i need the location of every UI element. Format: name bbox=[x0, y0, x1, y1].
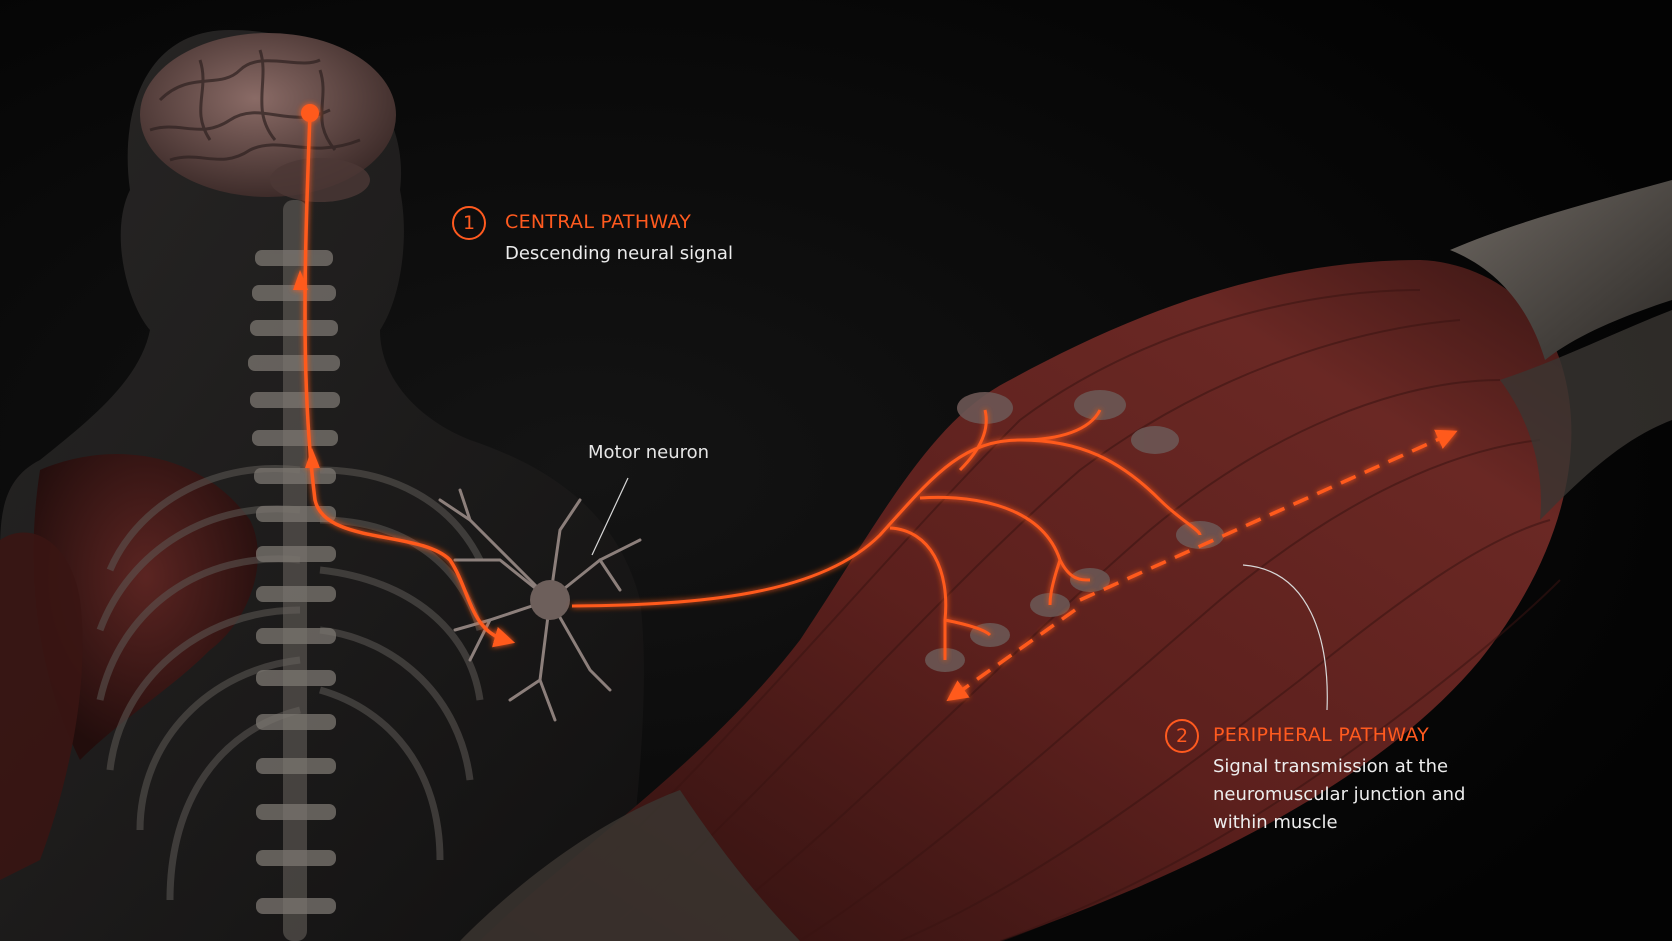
motor-neuron bbox=[438, 488, 642, 722]
peripheral-pathway-title: PERIPHERAL PATHWAY bbox=[1213, 724, 1430, 746]
central-pathway-subtitle: Descending neural signal bbox=[505, 243, 733, 264]
leader-lines bbox=[591, 477, 1328, 711]
peripheral-line-2: neuromuscular junction and bbox=[1213, 784, 1466, 805]
peripheral-line-1: Signal transmission at the bbox=[1213, 756, 1449, 777]
peripheral-pathway-description: Signal transmission at the neuromuscular… bbox=[1213, 753, 1513, 837]
central-pathway-title: CENTRAL PATHWAY bbox=[505, 211, 692, 233]
torso-silhouette bbox=[0, 30, 644, 941]
tendon bbox=[460, 180, 1672, 941]
peripheral-signal bbox=[946, 429, 1458, 702]
shoulder-muscle bbox=[0, 454, 258, 880]
muscle-belly bbox=[480, 260, 1572, 941]
neuron-soma bbox=[530, 580, 570, 620]
spine bbox=[248, 200, 340, 941]
brain bbox=[140, 33, 396, 202]
motor-neuron-label: Motor neuron bbox=[588, 442, 710, 463]
peripheral-pathway-number: 2 bbox=[1165, 719, 1199, 753]
rib-cage bbox=[96, 465, 484, 901]
peripheral-line-3: within muscle bbox=[1213, 812, 1338, 833]
central-pathway-number: 1 bbox=[452, 206, 486, 240]
motor-axon bbox=[571, 409, 1202, 660]
brain-signal-origin bbox=[301, 104, 319, 122]
central-signal-path bbox=[293, 104, 516, 648]
